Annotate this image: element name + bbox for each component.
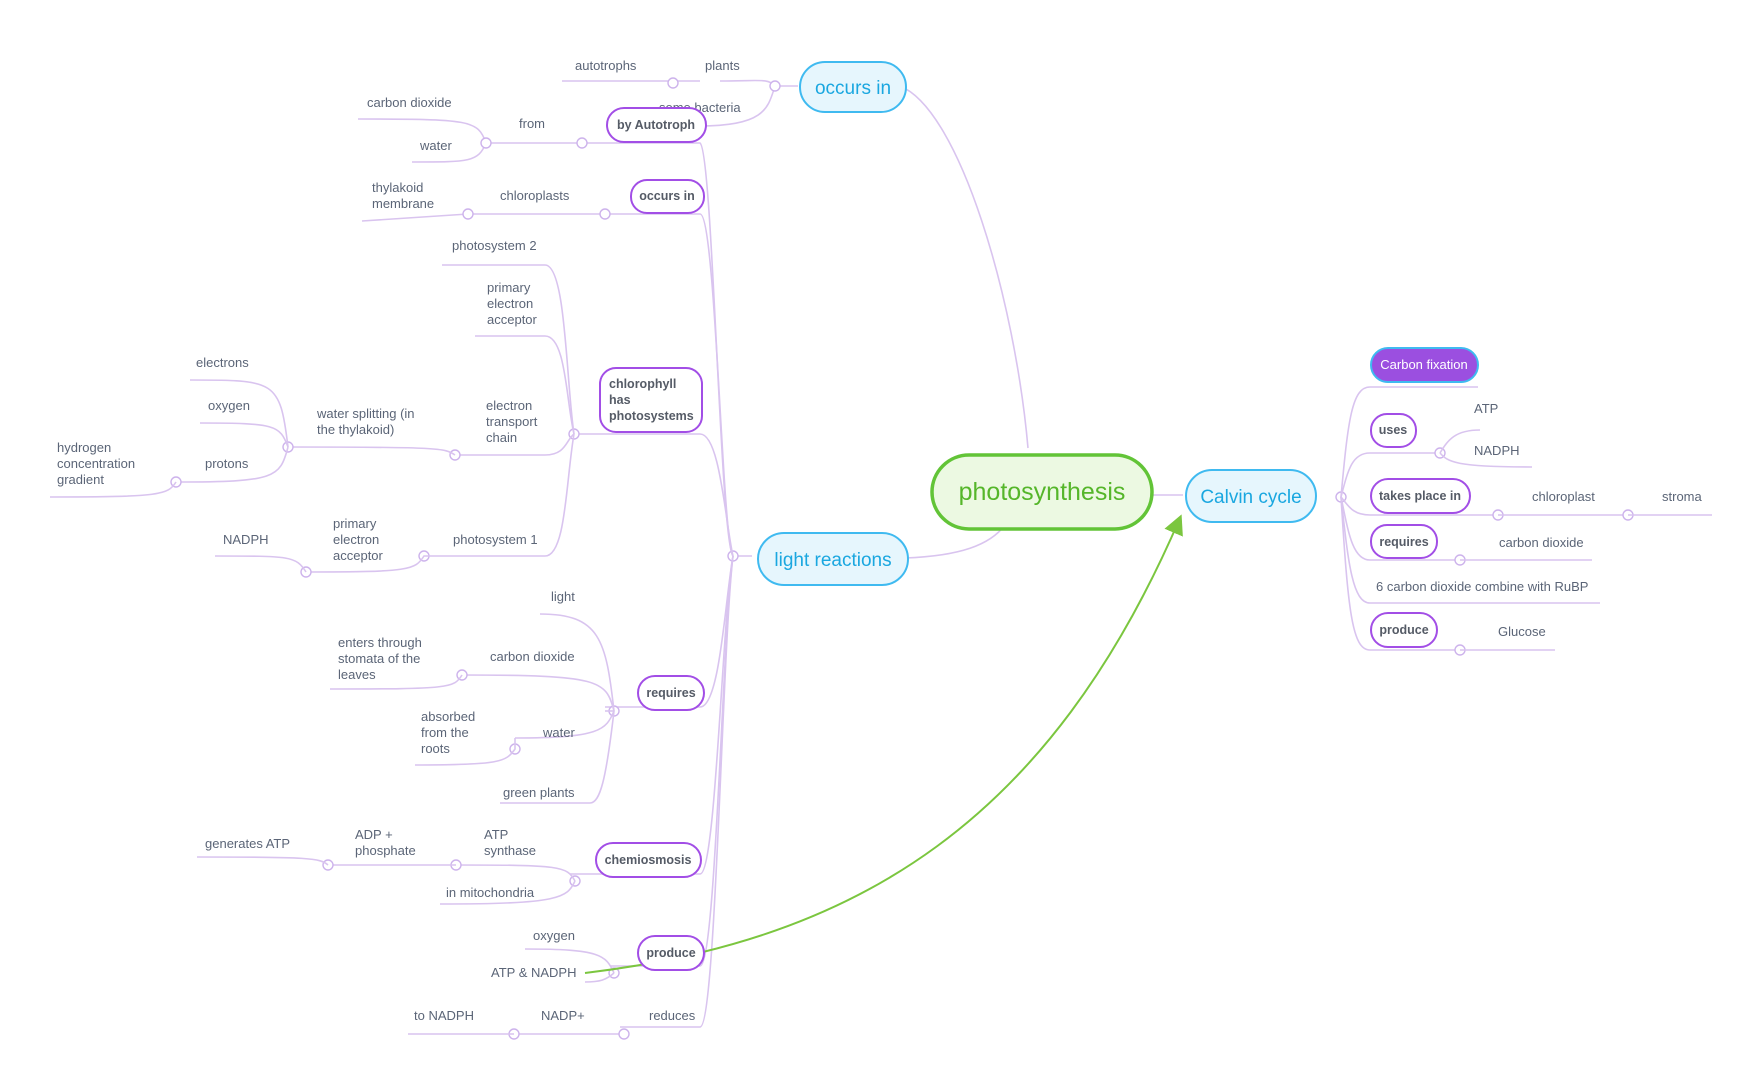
label-atp-synthase-1[interactable]: ATP [484,827,508,842]
label-carbon-dioxide-2[interactable]: carbon dioxide [490,649,575,664]
label-plants[interactable]: plants [705,58,740,73]
pill-uses[interactable]: uses [1370,413,1417,448]
label-primary-1[interactable]: primary [487,280,531,295]
label-nadph-1[interactable]: NADPH [223,532,269,547]
label-hydrogen-1[interactable]: hydrogen [57,440,111,455]
pill-requires-right[interactable]: requires [1370,524,1438,559]
pill-takes-place-in[interactable]: takes place in [1370,478,1471,514]
label-water-1[interactable]: water [419,138,452,153]
label-green-plants[interactable]: green plants [503,785,575,800]
label-autotrophs[interactable]: autotrophs [575,58,637,73]
label-thylakoid-2[interactable]: membrane [372,196,434,211]
pill-requires[interactable]: requires [637,675,705,711]
svg-text:chlorophyll: chlorophyll [609,377,676,391]
pill-produce[interactable]: produce [637,935,705,971]
label-generates-atp[interactable]: generates ATP [205,836,290,851]
svg-text:occurs in: occurs in [639,189,695,203]
relationship-arrow [584,514,1183,974]
pill-produce-right[interactable]: produce [1370,612,1438,648]
svg-text:requires: requires [646,686,695,700]
connector-root-light [904,524,1006,559]
svg-text:chemiosmosis: chemiosmosis [605,853,692,867]
label-water-2[interactable]: water [542,725,575,740]
label-stroma[interactable]: stroma [1662,489,1703,504]
label-stomata-2[interactable]: stomata of the [338,651,420,666]
label-oxygen-1[interactable]: oxygen [208,398,250,413]
pill-chemiosmosis[interactable]: chemiosmosis [595,842,702,878]
label-protons[interactable]: protons [205,456,249,471]
svg-text:produce: produce [1379,623,1428,637]
label-glucose[interactable]: Glucose [1498,624,1546,639]
label-stomata-1[interactable]: enters through [338,635,422,650]
label-nadph-2[interactable]: NADPH [1474,443,1520,458]
svg-text:light reactions: light reactions [774,550,891,571]
label-carbon-dioxide-1[interactable]: carbon dioxide [367,95,452,110]
svg-text:Calvin cycle: Calvin cycle [1200,487,1301,508]
main-topic-occurs-in[interactable]: occurs in [799,61,907,113]
main-topic-calvin-cycle[interactable]: Calvin cycle [1185,469,1317,523]
label-chloroplasts[interactable]: chloroplasts [500,188,570,203]
label-water-splitting-2[interactable]: the thylakoid) [317,422,394,437]
svg-text:has: has [609,393,631,407]
label-carbon-dioxide-3[interactable]: carbon dioxide [1499,535,1584,550]
label-in-mitochondria[interactable]: in mitochondria [446,885,535,900]
label-adp-2[interactable]: phosphate [355,843,416,858]
label-roots-1[interactable]: absorbed [421,709,475,724]
label-stomata-3[interactable]: leaves [338,667,376,682]
label-to-nadph[interactable]: to NADPH [414,1008,474,1023]
pill-occurs-in[interactable]: occurs in [630,179,705,214]
label-thylakoid-1[interactable]: thylakoid [372,180,423,195]
label-hydrogen-3[interactable]: gradient [57,472,104,487]
svg-text:takes place in: takes place in [1379,489,1461,503]
svg-text:photosynthesis: photosynthesis [959,478,1126,506]
svg-text:occurs in: occurs in [815,78,891,99]
label-atp-nadph[interactable]: ATP & NADPH [491,965,576,980]
label-photosystem-2[interactable]: photosystem 2 [452,238,537,253]
label-nadp[interactable]: NADP+ [541,1008,585,1023]
label-primary-3[interactable]: acceptor [487,312,538,327]
svg-text:photosystems: photosystems [609,409,694,423]
label-water-splitting-1[interactable]: water splitting (in [316,406,415,421]
label-primary2-2[interactable]: electron [333,532,379,547]
label-etc-1[interactable]: electron [486,398,532,413]
label-chloroplast[interactable]: chloroplast [1532,489,1595,504]
carbon-fixation-node[interactable]: Carbon fixation [1370,347,1479,383]
label-primary2-3[interactable]: acceptor [333,548,384,563]
label-roots-2[interactable]: from the [421,725,469,740]
label-primary-2[interactable]: electron [487,296,533,311]
main-topic-light-reactions[interactable]: light reactions [757,532,909,586]
label-atp-synthase-2[interactable]: synthase [484,843,536,858]
svg-text:by Autotroph: by Autotroph [617,118,695,132]
connector-root-occurs [899,85,1029,449]
label-hydrogen-2[interactable]: concentration [57,456,135,471]
svg-text:Carbon fixation: Carbon fixation [1380,357,1467,372]
svg-text:uses: uses [1379,423,1408,437]
svg-text:requires: requires [1379,535,1428,549]
pill-chlorophyll[interactable]: chlorophyll has photosystems [599,367,703,433]
label-atp[interactable]: ATP [1474,401,1498,416]
label-electrons[interactable]: electrons [196,355,249,370]
label-primary2-1[interactable]: primary [333,516,377,531]
label-photosystem-1[interactable]: photosystem 1 [453,532,538,547]
label-etc-3[interactable]: chain [486,430,517,445]
label-roots-3[interactable]: roots [421,741,450,756]
label-light[interactable]: light [551,589,575,604]
label-reduces[interactable]: reduces [649,1008,696,1023]
label-from[interactable]: from [519,116,545,131]
label-adp-1[interactable]: ADP + [355,827,393,842]
label-etc-2[interactable]: transport [486,414,538,429]
pill-by-autotroph[interactable]: by Autotroph [606,107,707,143]
svg-text:produce: produce [646,946,695,960]
label-combine[interactable]: 6 carbon dioxide combine with RuBP [1376,579,1588,594]
label-oxygen-2[interactable]: oxygen [533,928,575,943]
central-topic-photosynthesis[interactable]: photosynthesis [930,453,1154,531]
